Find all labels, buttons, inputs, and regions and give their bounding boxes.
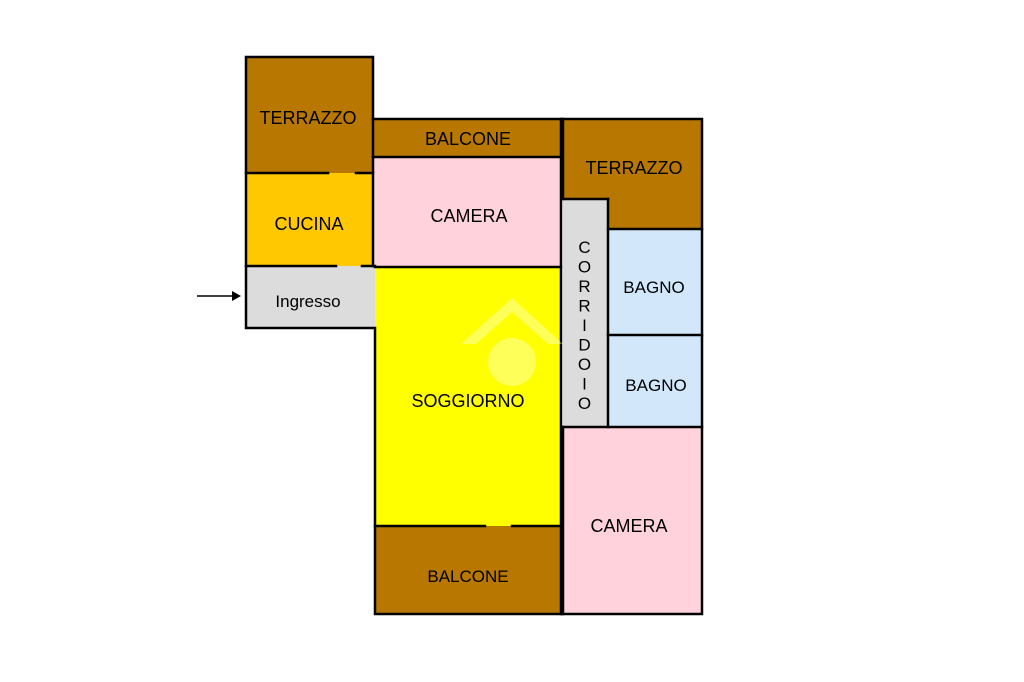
label-bagno-1: BAGNO <box>623 278 684 297</box>
label-ingresso: Ingresso <box>275 292 340 311</box>
room-corridoio <box>563 199 608 427</box>
room-ingresso <box>246 266 375 328</box>
label-camera-top: CAMERA <box>430 206 507 226</box>
label-balcone-top: BALCONE <box>425 129 511 149</box>
label-bagno-2: BAGNO <box>625 376 686 395</box>
room-bagno-1 <box>608 229 702 335</box>
entrance-arrow-icon <box>197 291 241 301</box>
label-terrazzo-left: TERRAZZO <box>260 108 357 128</box>
room-soggiorno <box>375 267 561 526</box>
room-camera-top <box>373 157 561 267</box>
walls <box>244 55 704 616</box>
room-balcone-top <box>373 119 561 157</box>
room-bagno-2 <box>608 335 702 427</box>
label-soggiorno: SOGGIORNO <box>411 391 524 411</box>
label-balcone-bottom: BALCONE <box>427 567 508 586</box>
label-cucina: CUCINA <box>274 214 343 234</box>
label-terrazzo-right: TERRAZZO <box>586 158 683 178</box>
room-balcone-bottom <box>375 526 561 614</box>
room-terrazzo-left <box>246 57 373 173</box>
room-camera-bottom <box>563 427 702 614</box>
logo-watermark-icon <box>461 298 563 386</box>
label-camera-bottom: CAMERA <box>590 516 667 536</box>
room-cucina <box>246 173 373 266</box>
